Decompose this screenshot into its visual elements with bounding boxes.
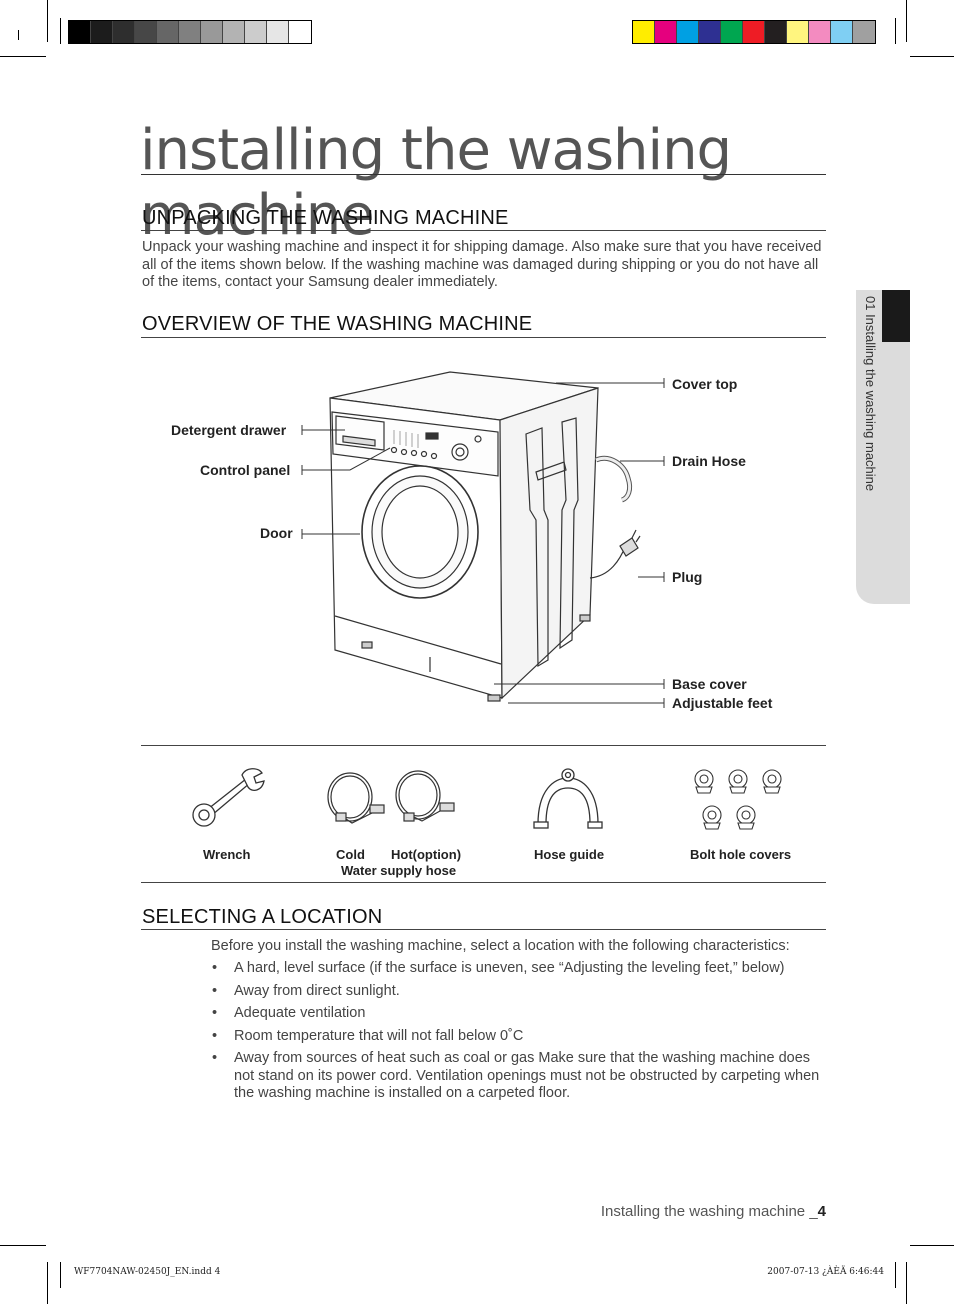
slug-right: 2007-07-13 ¿ÀÈÄ 6:46:44: [767, 1267, 884, 1277]
crop-mark: [47, 0, 48, 42]
crop-mark: [906, 1262, 907, 1304]
list-item: •Away from direct sunlight.: [212, 982, 400, 999]
label-wrench: Wrench: [203, 847, 251, 862]
crop-mark: [906, 0, 907, 42]
color-swatch: [135, 21, 157, 43]
label-detergent-drawer: Detergent drawer: [171, 422, 287, 438]
label-cover-top: Cover top: [672, 376, 738, 392]
label-door: Door: [260, 525, 293, 541]
color-swatch: [655, 21, 677, 43]
color-swatch: [267, 21, 289, 43]
color-swatch: [179, 21, 201, 43]
accessories-bottom-rule: [141, 882, 826, 883]
color-swatch: [245, 21, 267, 43]
location-list: •A hard, level surface (if the surface i…: [210, 960, 826, 1108]
crop-mark: [0, 1245, 46, 1246]
color-swatch: [91, 21, 113, 43]
crop-mark: [0, 56, 46, 57]
label-base-cover: Base cover: [672, 676, 747, 692]
label-bolt-hole-covers: Bolt hole covers: [690, 847, 792, 862]
hose-guide-icon: [533, 768, 603, 829]
section-rule: [141, 929, 826, 930]
label-hot: Hot(option): [391, 847, 462, 862]
label-plug: Plug: [672, 569, 703, 585]
slug-left: WF7704NAW-02450J_EN.indd 4: [74, 1267, 221, 1277]
crop-mark: [60, 1262, 61, 1288]
grayscale-bar: [68, 20, 312, 44]
bolt-hole-covers-icon: [694, 769, 782, 830]
color-swatch: [223, 21, 245, 43]
color-swatch: [743, 21, 765, 43]
chapter-side-tab: [856, 290, 910, 604]
color-swatch: [699, 21, 721, 43]
washing-machine-illustration: [329, 371, 641, 702]
label-drain-hose: Drain Hose: [672, 453, 746, 469]
location-intro: Before you install the washing machine, …: [211, 938, 790, 954]
callout-lines: [301, 378, 665, 708]
color-swatch: [69, 21, 91, 43]
page-footer: Installing the washing machine _4: [600, 1203, 826, 1220]
chapter-tab-marker: [882, 290, 910, 342]
section-rule: [141, 337, 826, 338]
list-item: •Room temperature that will not fall bel…: [212, 1027, 524, 1044]
crop-mark: [895, 18, 896, 44]
wrench-icon: [192, 768, 265, 827]
color-swatch: [853, 21, 875, 43]
water-supply-hose-icon: [327, 770, 455, 824]
crop-mark: [910, 1245, 954, 1246]
accessories-top-rule: [141, 745, 826, 746]
crop-mark: [60, 18, 61, 44]
color-swatch: [633, 21, 655, 43]
crop-mark: [47, 1262, 48, 1304]
color-swatch: [677, 21, 699, 43]
list-item: •Adequate ventilation: [212, 1005, 366, 1021]
color-swatch: [765, 21, 787, 43]
chapter-side-tab-text: 01 Installing the washing machine: [863, 296, 878, 492]
label-water-supply-hose: Water supply hose: [341, 863, 457, 878]
label-cold: Cold: [336, 847, 365, 862]
section-rule: [141, 230, 826, 231]
unpacking-body: Unpack your washing machine and inspect …: [142, 239, 822, 290]
label-adjustable-feet: Adjustable feet: [672, 695, 773, 711]
page-title: installing the washing machine: [140, 118, 732, 248]
color-swatch: [809, 21, 831, 43]
color-swatch: [787, 21, 809, 43]
color-swatch: [289, 21, 311, 43]
label-control-panel: Control panel: [200, 462, 291, 478]
page-number: 4: [817, 1203, 826, 1220]
color-swatch: [831, 21, 853, 43]
unpacking-heading: UNPACKING THE WASHING MACHINE: [142, 207, 509, 229]
color-swatch: [721, 21, 743, 43]
list-item: •Away from sources of heat such as coal …: [212, 1050, 820, 1101]
list-item: •A hard, level surface (if the surface i…: [212, 960, 785, 976]
color-bar: [632, 20, 876, 44]
crop-mark: [18, 30, 19, 40]
crop-mark: [910, 56, 954, 57]
title-underline: [141, 174, 826, 175]
overview-heading: OVERVIEW OF THE WASHING MACHINE: [142, 313, 533, 335]
color-swatch: [201, 21, 223, 43]
color-swatch: [113, 21, 135, 43]
location-heading: SELECTING A LOCATION: [142, 906, 383, 928]
color-swatch: [157, 21, 179, 43]
crop-mark: [895, 1262, 896, 1288]
label-hose-guide: Hose guide: [534, 847, 605, 862]
